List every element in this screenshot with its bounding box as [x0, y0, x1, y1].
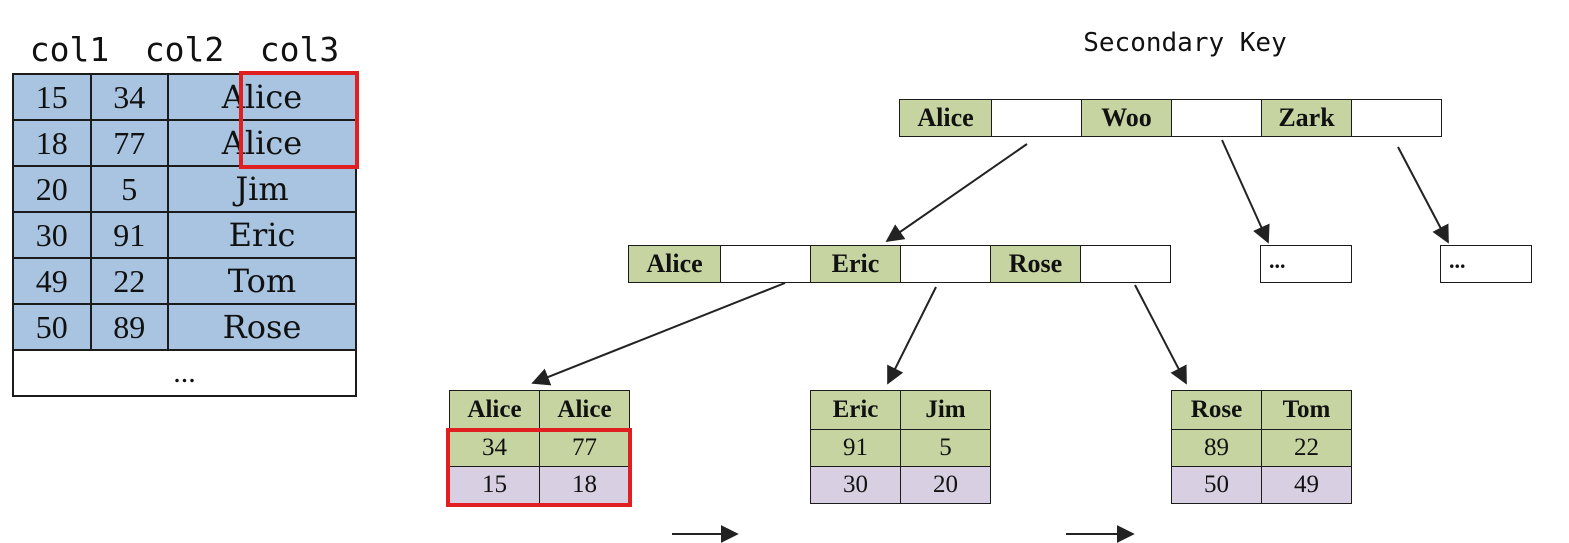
- edge-arrow: [885, 143, 1028, 243]
- leaf-node: Alice Alice 34 77 15 18: [449, 390, 630, 504]
- leaf-node: Eric Jim 91 5 30 20: [810, 390, 991, 504]
- table-cell: 49: [12, 257, 92, 305]
- table-cell: 89: [89, 303, 170, 351]
- leaf-key: Rose: [1171, 390, 1262, 430]
- table-cell: 50: [12, 303, 92, 351]
- leaf-node: Rose Tom 89 22 50 49: [1171, 390, 1352, 504]
- leaf-pk-row: 50 49: [1171, 466, 1352, 504]
- leaf-key: Jim: [900, 390, 991, 430]
- table-cell: 5: [89, 165, 170, 213]
- node-pointer: [992, 100, 1082, 136]
- stub-node: ...: [1440, 245, 1532, 283]
- leaf-pk: 50: [1171, 466, 1262, 504]
- table-row-more: ...: [12, 349, 357, 397]
- table-cell: Eric: [167, 211, 357, 259]
- edge-arrow: [1397, 146, 1449, 244]
- leaf-value-row: 91 5: [810, 429, 991, 467]
- table-row: 49 22 Tom: [12, 257, 357, 305]
- table-cell: Rose: [167, 303, 357, 351]
- leaf-pk: 18: [539, 466, 630, 504]
- table-row: 15 34 Alice: [12, 73, 357, 121]
- edge-arrow: [1134, 284, 1187, 385]
- table-cell: 34: [89, 73, 170, 121]
- leaf-key-row: Alice Alice: [449, 390, 630, 430]
- table-cell: 91: [89, 211, 170, 259]
- internal-node: Alice Eric Rose: [628, 245, 1171, 283]
- node-key: Eric: [811, 246, 901, 282]
- table-row: 50 89 Rose: [12, 303, 357, 351]
- node-pointer: [1081, 246, 1169, 282]
- leaf-pk: 49: [1261, 466, 1352, 504]
- leaf-value-row: 89 22: [1171, 429, 1352, 467]
- node-key: Woo: [1082, 100, 1172, 136]
- table-cell: 20: [12, 165, 92, 213]
- leaf-value: 22: [1261, 429, 1352, 467]
- node-pointer: [721, 246, 811, 282]
- table-cell: 22: [89, 257, 170, 305]
- leaf-key-row: Eric Jim: [810, 390, 991, 430]
- ellipsis-cell: ...: [12, 349, 357, 397]
- leaf-value: 5: [900, 429, 991, 467]
- table-cell: 15: [12, 73, 92, 121]
- leaf-pk-row: 30 20: [810, 466, 991, 504]
- data-table: 15 34 Alice 18 77 Alice 20 5 Jim 30 91 E…: [12, 73, 357, 397]
- edge-arrow: [887, 286, 937, 385]
- node-pointer: [1172, 100, 1262, 136]
- leaf-value: 34: [449, 429, 540, 467]
- table-cell: Alice: [167, 119, 357, 167]
- leaf-pk: 15: [449, 466, 540, 504]
- column-header-col3: col3: [259, 30, 340, 69]
- leaf-pk: 30: [810, 466, 901, 504]
- column-header-col2: col2: [144, 30, 225, 69]
- table-cell: 30: [12, 211, 92, 259]
- diagram-title: Secondary Key: [1083, 28, 1287, 58]
- leaf-pk-row: 15 18: [449, 466, 630, 504]
- node-key: Alice: [629, 246, 721, 282]
- node-key: Zark: [1262, 100, 1352, 136]
- stub-node: ...: [1260, 245, 1352, 283]
- leaf-value-row: 34 77: [449, 429, 630, 467]
- edge-arrow: [531, 282, 786, 386]
- table-cell: 18: [12, 119, 92, 167]
- leaf-value: 89: [1171, 429, 1262, 467]
- leaf-key: Alice: [449, 390, 540, 430]
- node-key: Alice: [900, 100, 992, 136]
- table-cell: 77: [89, 119, 170, 167]
- table-row: 20 5 Jim: [12, 165, 357, 213]
- leaf-pk: 20: [900, 466, 991, 504]
- leaf-key: Tom: [1261, 390, 1352, 430]
- table-cell: Tom: [167, 257, 357, 305]
- edge-arrow: [1221, 139, 1270, 244]
- node-pointer: [901, 246, 991, 282]
- column-header-col1: col1: [29, 30, 110, 69]
- table-row: 30 91 Eric: [12, 211, 357, 259]
- leaf-key: Alice: [539, 390, 630, 430]
- leaf-key-row: Rose Tom: [1171, 390, 1352, 430]
- node-pointer: [1352, 100, 1440, 136]
- table-cell: Alice: [167, 73, 357, 121]
- root-node: Alice Woo Zark: [899, 99, 1442, 137]
- node-key: Rose: [991, 246, 1081, 282]
- table-row: 18 77 Alice: [12, 119, 357, 167]
